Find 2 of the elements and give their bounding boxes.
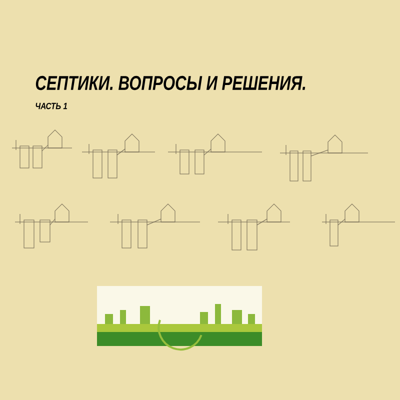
subtitle: ЧАСТЬ 1 bbox=[36, 102, 67, 110]
title: СЕПТИКИ. ВОПРОСЫ И РЕШЕНИЯ. bbox=[36, 76, 306, 90]
